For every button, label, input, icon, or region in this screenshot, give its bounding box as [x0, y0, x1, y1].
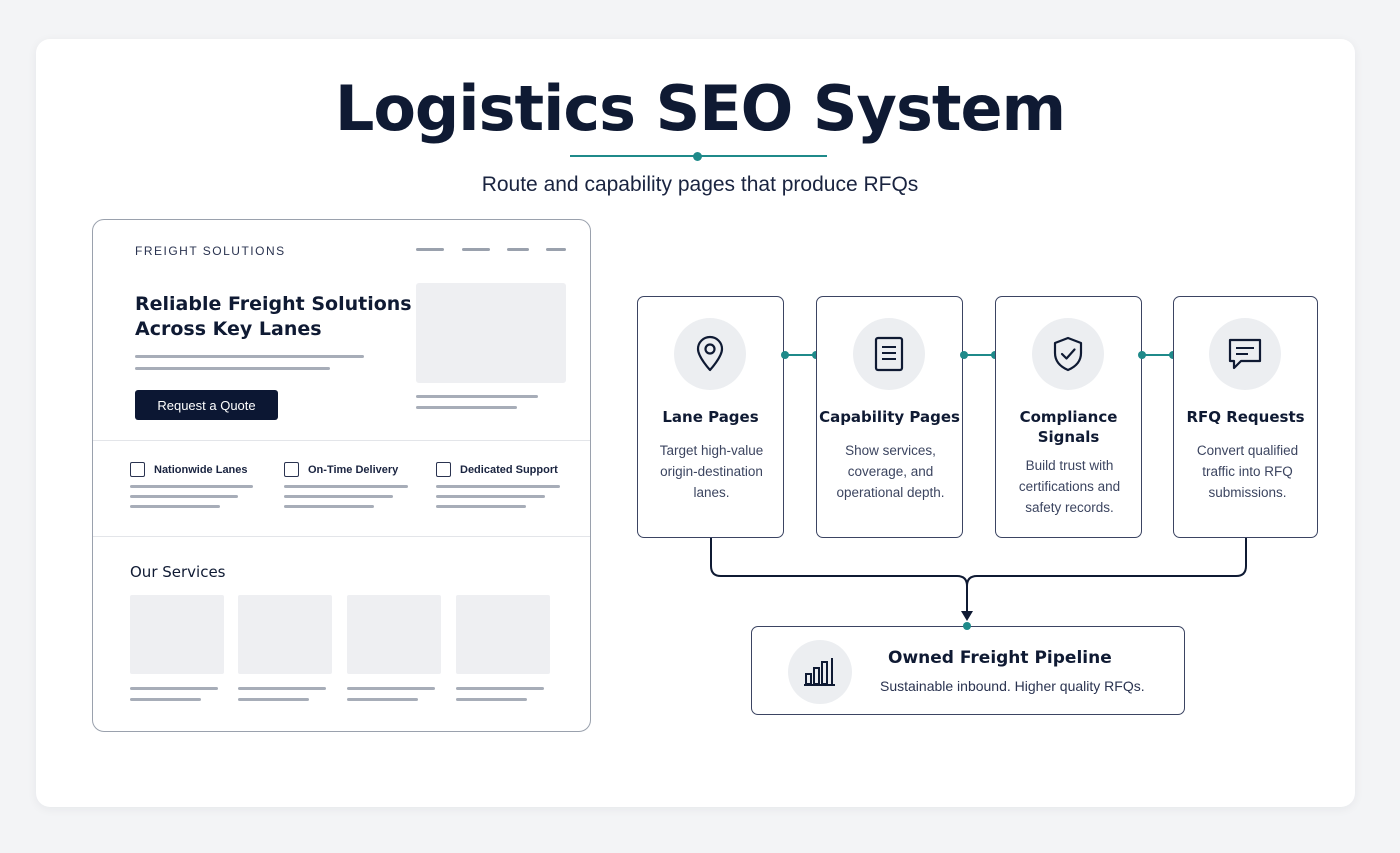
mockup-text-line	[130, 687, 218, 690]
connector-dot	[781, 351, 789, 359]
page-title: Logistics SEO System	[334, 72, 1066, 145]
mockup-text-line	[436, 505, 526, 508]
node-description: Convert qualified traffic into RFQ submi…	[1196, 443, 1299, 500]
mockup-hero-image	[416, 283, 566, 383]
mockup-hero-title: Reliable Freight Solutions Across Key La…	[135, 293, 412, 340]
mockup-text-line	[130, 495, 238, 498]
bar-chart-icon	[788, 640, 852, 704]
flow-line-left	[710, 538, 968, 612]
mockup-nav-item	[546, 248, 566, 251]
title-underline-dot	[693, 152, 702, 161]
node-lane-pages: Lane Pages Target high-value origin-dest…	[637, 296, 784, 538]
chat-message-icon	[1209, 318, 1281, 390]
mockup-text-line	[130, 505, 220, 508]
mockup-text-line	[416, 395, 538, 398]
mockup-text-line	[284, 485, 408, 488]
flow-line-right	[966, 538, 1247, 587]
mockup-feature: Nationwide Lanes	[130, 462, 248, 477]
service-card	[238, 595, 332, 674]
mockup-nav-item	[416, 248, 444, 251]
node-title: Compliance Signals	[1019, 408, 1118, 446]
mockup-text-line	[238, 698, 309, 701]
pipeline-input-dot	[963, 622, 971, 630]
mockup-divider	[93, 440, 590, 441]
map-pin-icon	[674, 318, 746, 390]
pipeline-description: Sustainable inbound. Higher quality RFQs…	[880, 678, 1145, 694]
feature-checkbox[interactable]	[130, 462, 145, 477]
mockup-services-title: Our Services	[130, 563, 226, 581]
shield-check-icon	[1032, 318, 1104, 390]
mockup-text-line	[347, 698, 418, 701]
mockup-text-line	[416, 406, 517, 409]
feature-label: Dedicated Support	[460, 463, 558, 476]
feature-checkbox[interactable]	[284, 462, 299, 477]
pipeline-card: Owned Freight Pipeline Sustainable inbou…	[751, 626, 1185, 715]
mockup-nav-item	[507, 248, 529, 251]
mockup-text-line	[130, 485, 253, 488]
mockup-text-line	[135, 367, 330, 370]
mockup-text-line	[436, 495, 545, 498]
node-description: Show services, coverage, and operational…	[836, 443, 945, 500]
mockup-text-line	[347, 687, 435, 690]
node-connector	[1141, 354, 1173, 356]
feature-label: On-Time Delivery	[308, 463, 399, 476]
flow-arrowhead	[961, 611, 973, 621]
mockup-feature: On-Time Delivery	[284, 462, 398, 477]
pipeline-title: Owned Freight Pipeline	[888, 648, 1112, 668]
mockup-text-line	[284, 505, 374, 508]
node-title: Capability Pages	[819, 408, 960, 426]
mockup-text-line	[436, 485, 560, 488]
mockup-divider	[93, 536, 590, 537]
node-compliance-signals: Compliance Signals Build trust with cert…	[995, 296, 1142, 538]
node-description: Target high-value origin-destination lan…	[659, 443, 764, 500]
feature-checkbox[interactable]	[436, 462, 451, 477]
connector-dot	[960, 351, 968, 359]
service-card	[347, 595, 441, 674]
node-rfq-requests: RFQ Requests Convert qualified traffic i…	[1173, 296, 1318, 538]
mockup-text-line	[130, 698, 201, 701]
node-title: RFQ Requests	[1186, 408, 1305, 426]
website-mockup: FREIGHT SOLUTIONS Reliable Freight Solut…	[92, 219, 591, 732]
mockup-feature: Dedicated Support	[436, 462, 558, 477]
mockup-nav-item	[462, 248, 490, 251]
feature-label: Nationwide Lanes	[154, 463, 248, 476]
mockup-brand: FREIGHT SOLUTIONS	[135, 244, 286, 258]
service-card	[130, 595, 224, 674]
mockup-text-line	[238, 687, 326, 690]
page-subtitle: Route and capability pages that produce …	[481, 173, 919, 196]
mockup-text-line	[284, 495, 393, 498]
node-connector	[963, 354, 995, 356]
mockup-text-line	[456, 687, 544, 690]
node-capability-pages: Capability Pages Show services, coverage…	[816, 296, 963, 538]
mockup-text-line	[135, 355, 364, 358]
request-quote-button[interactable]: Request a Quote	[135, 390, 278, 420]
node-connector	[784, 354, 816, 356]
document-icon	[853, 318, 925, 390]
mockup-text-line	[456, 698, 527, 701]
node-title: Lane Pages	[662, 408, 759, 426]
service-card	[456, 595, 550, 674]
node-description: Build trust with certifications and safe…	[1018, 458, 1121, 515]
connector-dot	[1138, 351, 1146, 359]
